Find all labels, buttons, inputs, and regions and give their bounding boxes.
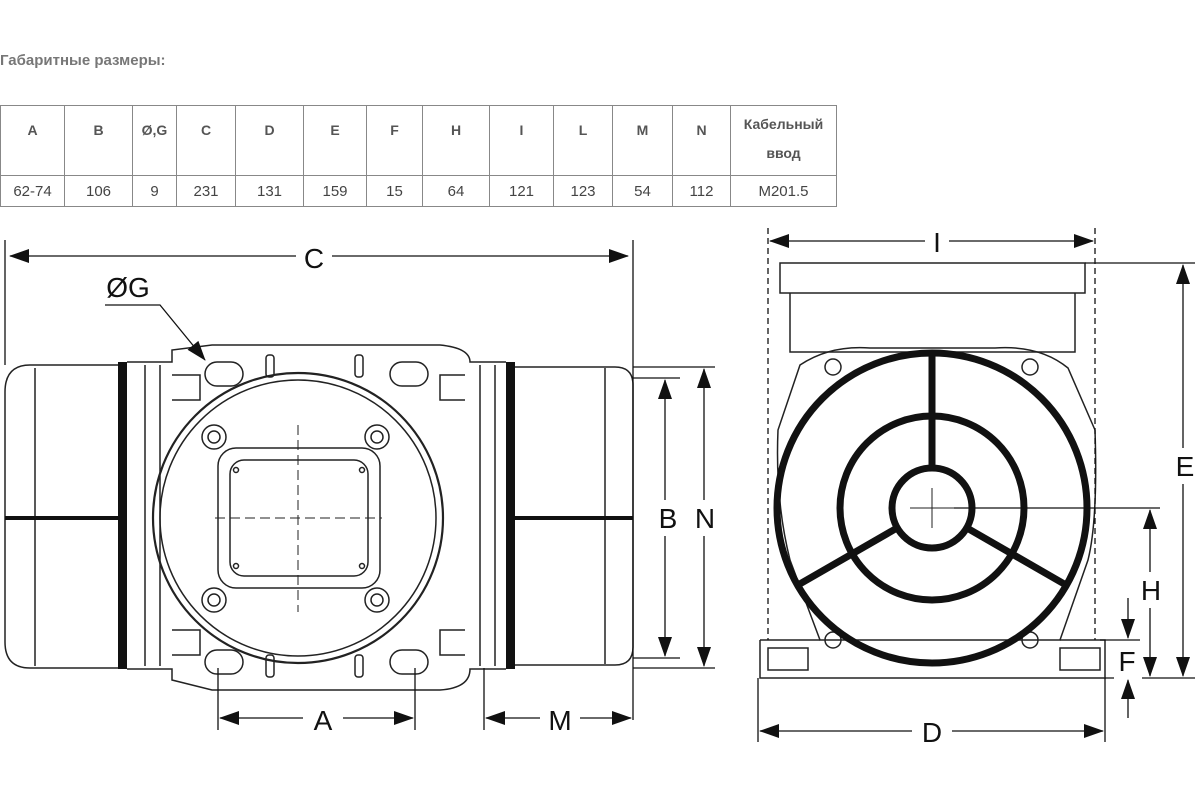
table-value-cell: 15 — [366, 175, 423, 207]
table-header-cell: H — [422, 105, 490, 176]
housing-detail — [439, 629, 465, 656]
label-bg — [912, 714, 952, 750]
table-header-cell: E — [303, 105, 367, 176]
mounting-slot — [389, 361, 429, 387]
plate-screw — [232, 466, 240, 474]
end-view — [759, 262, 1106, 679]
side-view — [4, 344, 634, 691]
table-value-cell: 121 — [489, 175, 554, 207]
plate-screw — [232, 562, 240, 570]
corner-hole — [824, 358, 842, 376]
label-bg — [540, 700, 580, 736]
table-value-cell: 123 — [553, 175, 613, 207]
bolt-inner — [370, 430, 384, 444]
table-value-cell: 54 — [612, 175, 673, 207]
table-header-cell: F — [366, 105, 423, 176]
table-header-cell: A — [0, 105, 65, 176]
label-a: A — [314, 705, 333, 736]
small-slot — [354, 354, 364, 378]
housing-detail — [172, 374, 201, 401]
label-i: I — [933, 227, 941, 258]
top-box — [779, 262, 1086, 294]
top-box-body — [789, 293, 1076, 353]
end-housing — [776, 346, 1097, 641]
table-value-cell: 112 — [672, 175, 731, 207]
bolt — [364, 424, 390, 450]
bolt — [201, 587, 227, 613]
mounting-slot — [204, 361, 244, 387]
dimensions-table: A B Ø,G C D E F H I L M N Кабельный ввод… — [0, 105, 837, 207]
label-f: F — [1118, 646, 1135, 677]
small-slot — [265, 354, 275, 378]
right-flange-bar — [506, 362, 515, 669]
corner-hole — [1021, 358, 1039, 376]
label-bg — [1114, 645, 1142, 679]
label-b: B — [659, 503, 678, 534]
table-value-cell: M201.5 — [730, 175, 837, 207]
label-bg — [296, 238, 332, 274]
housing-circle-inner — [159, 379, 437, 657]
table-header-cell: Кабельный ввод — [730, 105, 837, 176]
housing-bottom-edge — [127, 668, 506, 691]
table-value-cell: 131 — [235, 175, 304, 207]
corner-hole — [824, 631, 842, 649]
table-value-cell: 159 — [303, 175, 367, 207]
small-slot — [265, 654, 275, 678]
label-n: N — [695, 503, 715, 534]
guard-spoke — [965, 524, 1068, 589]
label-bg — [303, 700, 343, 736]
table-header-cell: Ø,G — [132, 105, 177, 176]
mounting-slot — [204, 649, 244, 675]
bolt-inner — [207, 430, 221, 444]
bolt — [201, 424, 227, 450]
left-flange-bar — [118, 362, 127, 669]
label-bg — [1137, 572, 1165, 608]
housing-detail — [439, 374, 465, 401]
plate-screw — [358, 466, 366, 474]
table-header-cell: B — [64, 105, 133, 176]
label-bg — [925, 224, 949, 260]
label-bg — [690, 500, 720, 536]
table-header-cell: D — [235, 105, 304, 176]
table-value-cell: 106 — [64, 175, 133, 207]
label-bg — [652, 500, 680, 536]
leader-og — [105, 304, 206, 361]
bolt-inner — [207, 593, 221, 607]
plate-screw — [358, 562, 366, 570]
table-value-cell: 231 — [176, 175, 236, 207]
side-view-dimensions — [4, 240, 715, 730]
label-e: E — [1176, 451, 1195, 482]
small-slot — [354, 654, 364, 678]
label-og: ØG — [106, 272, 150, 303]
bolt-inner — [370, 593, 384, 607]
section-heading: Габаритные размеры: — [0, 52, 166, 69]
housing-circle — [151, 371, 445, 665]
table-value-cell: 62-74 — [0, 175, 65, 207]
label-m: M — [548, 705, 571, 736]
table-header-row: A B Ø,G C D E F H I L M N Кабельный ввод — [0, 105, 837, 176]
housing-top-edge — [127, 344, 506, 363]
label-d: D — [922, 717, 942, 748]
dimension-labels: C ØG A M B N I E H F D — [106, 224, 1198, 750]
table-values-row: 62-74 106 9 231 131 159 15 64 121 123 54… — [0, 175, 837, 207]
label-c: C — [304, 243, 324, 274]
table-value-cell: 9 — [132, 175, 177, 207]
bolt — [364, 587, 390, 613]
table-value-cell: 64 — [422, 175, 490, 207]
table-header-cell: N — [672, 105, 731, 176]
label-bg — [1170, 448, 1198, 484]
foot-right — [1059, 647, 1101, 671]
housing-detail — [172, 629, 201, 656]
mounting-slot — [389, 649, 429, 675]
guard-spoke — [796, 524, 899, 589]
base-feet — [759, 639, 1106, 679]
label-h: H — [1141, 575, 1161, 606]
foot-left — [767, 647, 809, 671]
